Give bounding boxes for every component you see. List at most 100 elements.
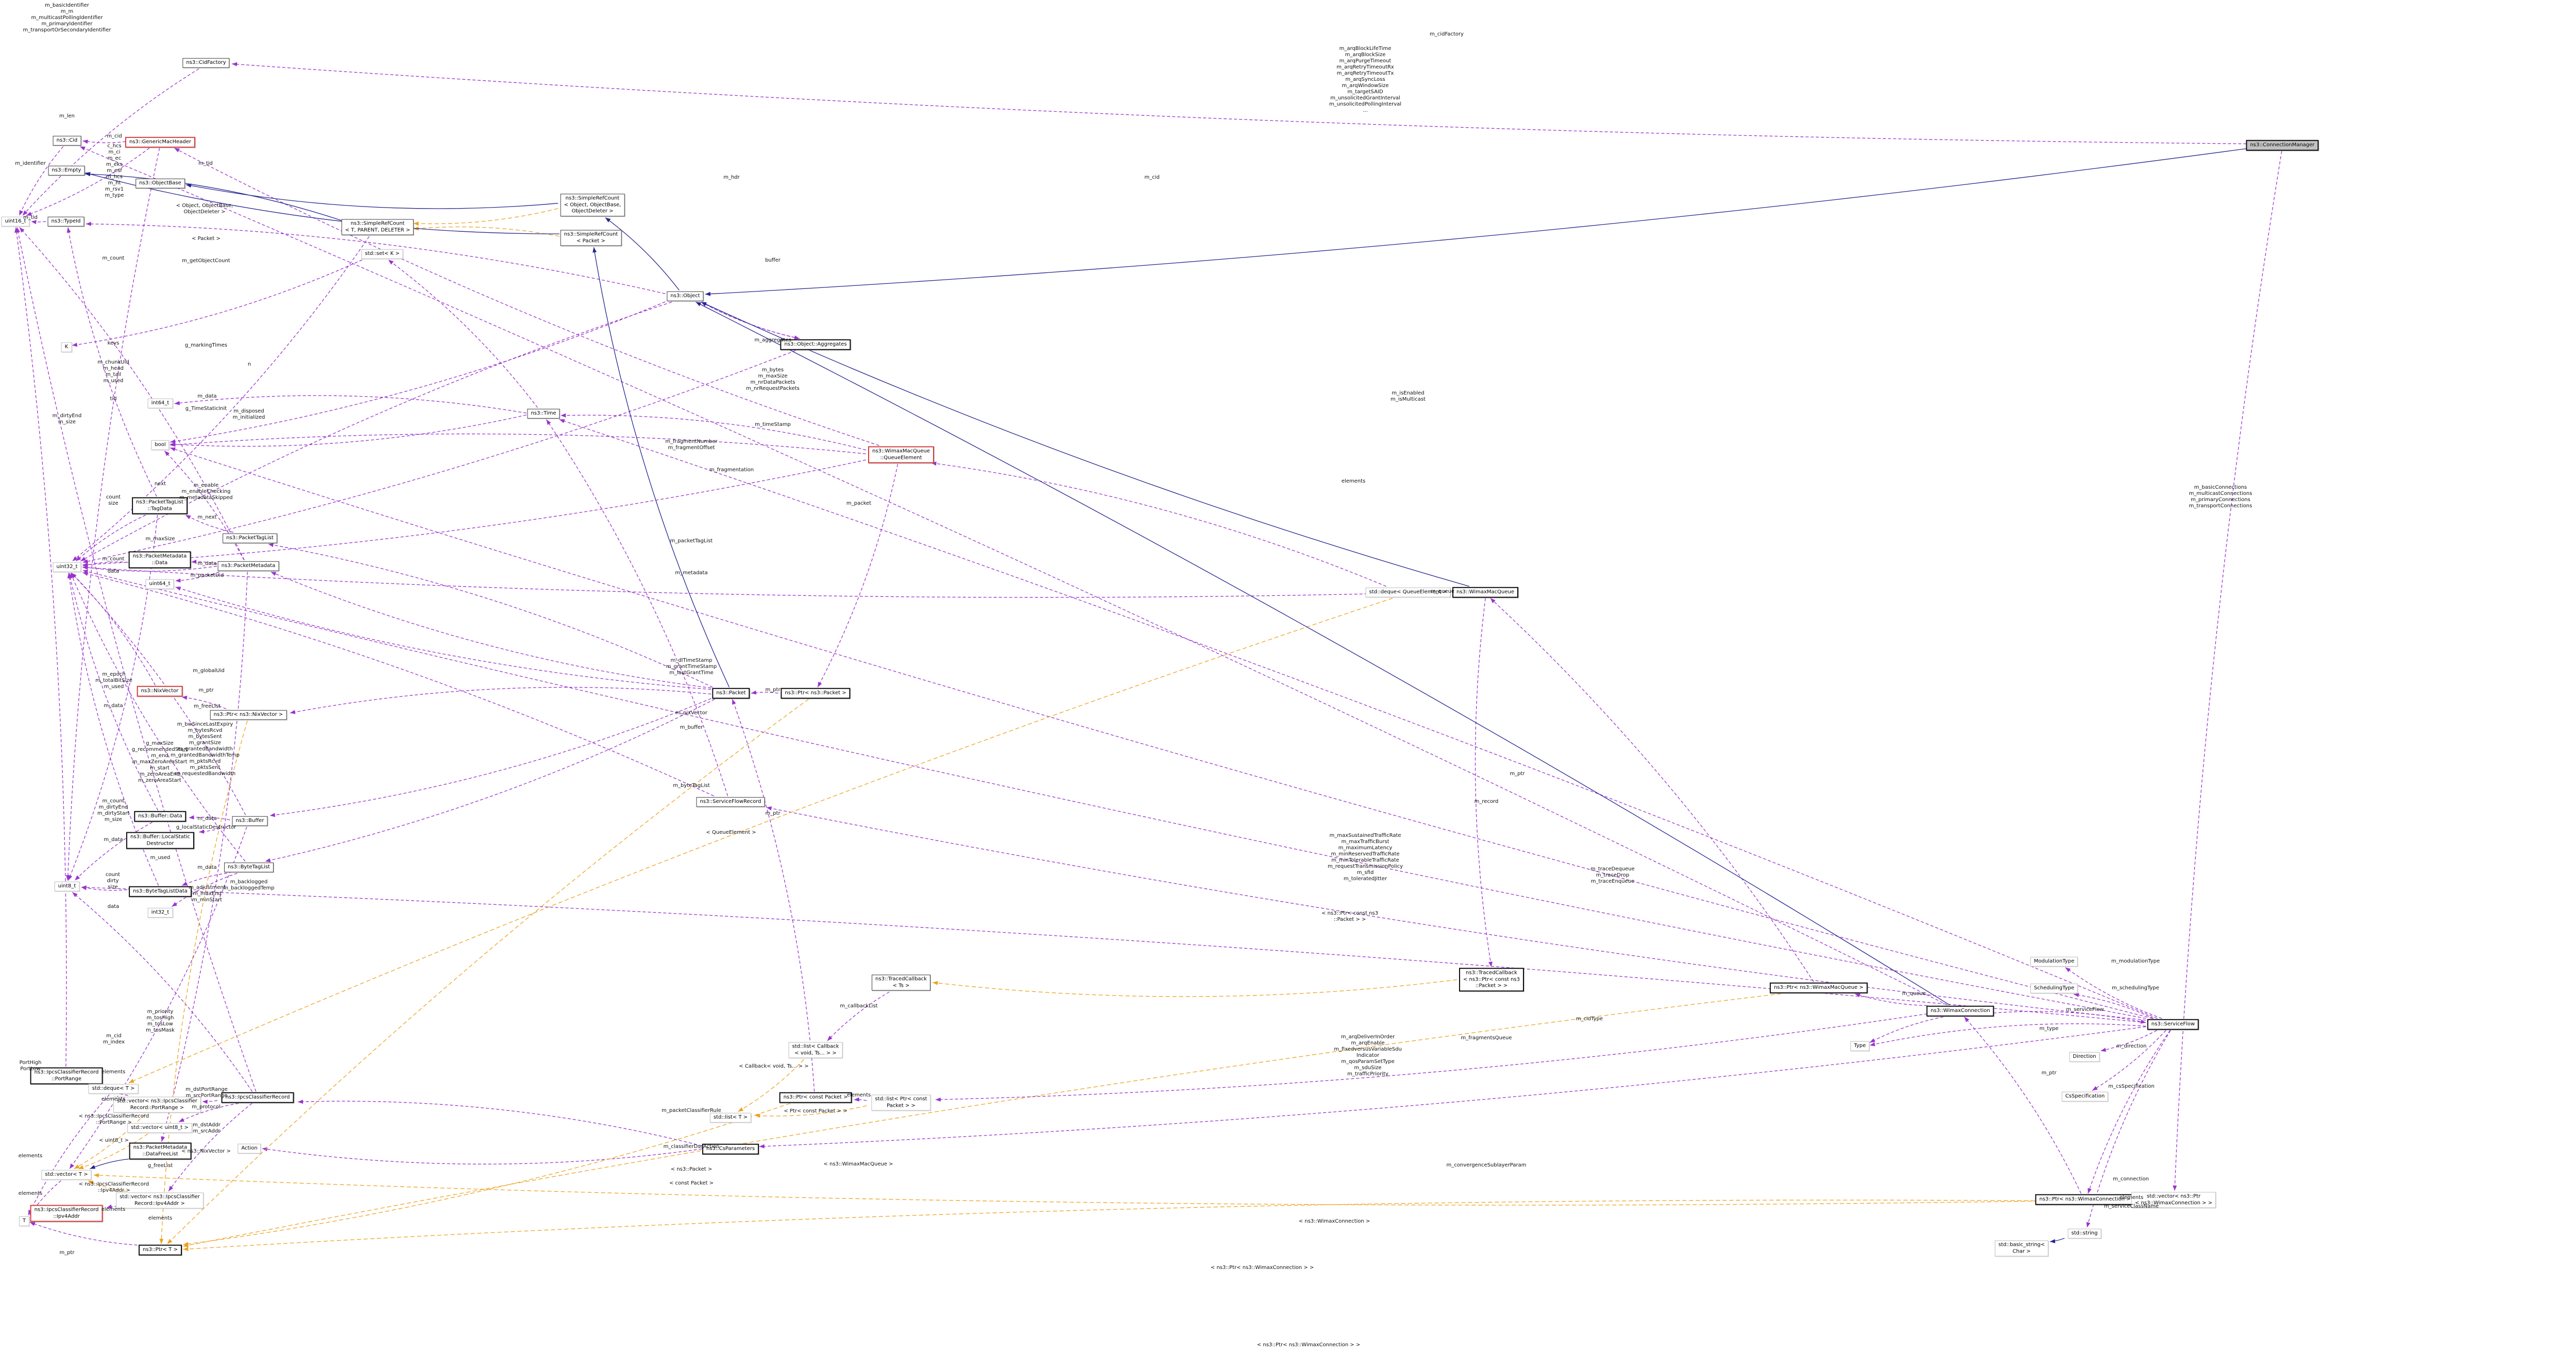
class-node-cidfactory[interactable]: ns3::CidFactory xyxy=(182,58,230,68)
edge-sfrec-uint32 xyxy=(82,572,714,797)
class-node-vecptrwc[interactable]: std::vector< ns3::Ptr < ns3::WimaxConnec… xyxy=(2131,1192,2216,1208)
arrowhead-icon xyxy=(174,401,180,405)
class-node-connmgr[interactable]: ns3::ConnectionManager xyxy=(2246,140,2319,151)
class-node-srctpd[interactable]: ns3::SimpleRefCount < T, PARENT, DELETER… xyxy=(341,219,414,235)
class-node-pmeta[interactable]: ns3::PacketMetadata xyxy=(217,561,279,571)
class-node-modtype[interactable]: ModulationType xyxy=(2030,956,2078,967)
class-node-int32[interactable]: int32_t xyxy=(147,907,173,918)
edge-packet-ptl xyxy=(268,543,713,688)
class-node-ipcsrec[interactable]: ns3::IpcsClassifierRecord xyxy=(221,1092,294,1103)
class-node-vecport[interactable]: std::vector< ns3::IpcsClassifier Record:… xyxy=(113,1096,201,1113)
class-node-ipv4addr[interactable]: ns3::IpcsClassifierRecord ::Ipv4Addr xyxy=(30,1205,103,1222)
arrowhead-icon xyxy=(170,447,176,452)
edge-ptrwc-wconn xyxy=(1964,1017,2081,1194)
arrowhead-icon xyxy=(85,172,91,176)
class-node-listppkt[interactable]: std::list< Ptr< const Packet > > xyxy=(871,1094,931,1111)
class-node-ptrwc[interactable]: ns3::Ptr< ns3::WimaxConnection > xyxy=(2035,1194,2135,1205)
class-node-portrange[interactable]: ns3::IpcsClassifierRecord ::PortRange xyxy=(30,1067,103,1085)
class-node-tagdata[interactable]: ns3::PacketTagList ::TagData xyxy=(132,497,188,514)
class-node-dequeqe[interactable]: std::deque< QueueElement > xyxy=(1365,587,1451,597)
edge-ptrnix-ptrt xyxy=(161,721,248,1244)
edge-ptrwc-ptrt xyxy=(183,1199,2035,1250)
arrowhead-icon xyxy=(29,1222,36,1226)
class-node-uint64[interactable]: uint64_t xyxy=(145,579,174,589)
class-node-schedtype[interactable]: SchedulingType xyxy=(2030,983,2078,993)
class-node-ptrnix[interactable]: ns3::Ptr< ns3::NixVector > xyxy=(210,710,287,720)
class-node-aggregates[interactable]: ns3::Object::Aggregates xyxy=(780,339,851,350)
class-node-k[interactable]: K xyxy=(61,342,72,352)
class-node-pmdata[interactable]: ns3::PacketMetadata ::Data xyxy=(128,551,191,569)
class-node-uint32[interactable]: uint32_t xyxy=(53,562,81,572)
edge-sflow-sfrec xyxy=(766,807,2146,1021)
arrowhead-icon xyxy=(559,419,565,423)
class-node-time[interactable]: ns3::Time xyxy=(527,408,560,419)
class-node-listt[interactable]: std::list< T > xyxy=(709,1112,752,1123)
arrowhead-icon xyxy=(2073,993,2079,997)
class-node-uint16[interactable]: uint16_t xyxy=(1,216,30,227)
edge-sflow-uint32 xyxy=(82,570,2146,1019)
class-node-vecipv4[interactable]: std::vector< ns3::IpcsClassifier Record:… xyxy=(116,1192,204,1209)
class-node-bool[interactable]: bool xyxy=(151,440,170,450)
class-node-wconn[interactable]: ns3::WimaxConnection xyxy=(1926,1005,1994,1017)
class-node-listcb[interactable]: std::list< Callback < void, Ts... > > xyxy=(788,1042,843,1058)
class-node-csspec[interactable]: CsSpecification xyxy=(2061,1091,2109,1102)
class-node-bufdata[interactable]: ns3::Buffer::Data xyxy=(134,811,187,822)
class-node-qelem[interactable]: ns3::WimaxMacQueue ::QueueElement xyxy=(868,446,934,464)
arrowhead-icon xyxy=(93,1173,99,1178)
class-node-vectort[interactable]: std::vector< T > xyxy=(41,1170,92,1180)
class-node-ptrcpkt[interactable]: ns3::Ptr< const Packet > xyxy=(779,1092,852,1103)
arrowhead-icon xyxy=(67,573,72,578)
class-node-type[interactable]: Type xyxy=(1850,1041,1870,1051)
class-node-srcood[interactable]: ns3::SimpleRefCount < Object, ObjectBase… xyxy=(560,194,625,216)
class-node-basicstring[interactable]: std::basic_string< Char > xyxy=(1994,1240,2049,1257)
class-node-sfrec[interactable]: ns3::ServiceFlowRecord xyxy=(696,797,765,807)
edge-ptrnix-nixvec xyxy=(181,696,227,710)
class-node-typeid[interactable]: ns3::TypeId xyxy=(47,216,84,227)
edge-sflow-csspec xyxy=(2092,1030,2166,1091)
class-node-packet[interactable]: ns3::Packet xyxy=(712,688,750,699)
class-node-sflow[interactable]: ns3::ServiceFlow xyxy=(2147,1019,2199,1030)
class-node-buffer[interactable]: ns3::Buffer xyxy=(232,816,268,826)
class-node-direction[interactable]: Direction xyxy=(2069,1052,2100,1062)
arrowhead-icon xyxy=(935,1097,941,1102)
edge-wconn-listppkt xyxy=(935,1013,1928,1100)
class-node-nixvec[interactable]: ns3::NixVector xyxy=(137,685,183,697)
class-node-csparams[interactable]: ns3::CsParameters xyxy=(702,1143,759,1155)
edge-vecipv4-vectort xyxy=(88,1180,126,1192)
class-node-uint8[interactable]: uint8_t xyxy=(54,881,80,891)
class-node-cid[interactable]: ns3::Cid xyxy=(53,135,81,146)
class-node-setk[interactable]: std::set< K > xyxy=(361,249,403,259)
edge-ptrpkt-packet xyxy=(751,692,778,694)
class-node-ptl[interactable]: ns3::PacketTagList xyxy=(223,533,277,543)
class-node-action[interactable]: Action xyxy=(238,1143,261,1154)
class-node-genmac[interactable]: ns3::GenericMacHeader xyxy=(125,136,196,148)
edge-time-int64 xyxy=(174,395,527,414)
arrowhead-icon xyxy=(298,1100,303,1104)
class-node-vecu8[interactable]: std::vector< uint8_t > xyxy=(127,1123,192,1133)
class-node-string[interactable]: std::string xyxy=(2067,1228,2102,1239)
class-node-objbase[interactable]: ns3::ObjectBase xyxy=(135,178,185,188)
edge-ipcsrec-vecport xyxy=(202,1100,218,1102)
edge-srcpkt-empty xyxy=(84,172,560,234)
arrowhead-icon xyxy=(170,442,176,447)
class-node-tcpkt[interactable]: ns3::TracedCallback < ns3::Ptr< const ns… xyxy=(1459,968,1524,991)
class-node-btld[interactable]: ns3::ByteTagListData xyxy=(129,886,192,897)
class-node-empty[interactable]: ns3::Empty xyxy=(48,165,85,176)
arrowhead-icon xyxy=(72,342,78,347)
class-node-tcts[interactable]: ns3::TracedCallback < Ts > xyxy=(872,974,930,991)
edge-object-uint32 xyxy=(80,301,672,562)
class-node-dfl[interactable]: ns3::PacketMetadata ::DataFreeList xyxy=(129,1142,192,1160)
class-node-lsd[interactable]: ns3::Buffer::LocalStatic Destructor xyxy=(126,832,195,849)
class-node-ptrwmq[interactable]: ns3::Ptr< ns3::WimaxMacQueue > xyxy=(1770,982,1868,993)
class-node-ptrt[interactable]: ns3::Ptr< T > xyxy=(139,1244,182,1256)
class-node-t[interactable]: T xyxy=(19,1216,30,1226)
class-node-object[interactable]: ns3::Object xyxy=(667,291,704,301)
class-node-btl[interactable]: ns3::ByteTagList xyxy=(224,862,274,872)
edge-btl-int32 xyxy=(172,872,238,907)
class-node-int64[interactable]: int64_t xyxy=(147,398,173,408)
class-node-srcpkt[interactable]: ns3::SimpleRefCount < Packet > xyxy=(560,230,622,246)
class-node-wmq[interactable]: ns3::WimaxMacQueue xyxy=(1452,587,1518,598)
class-node-ptrpkt[interactable]: ns3::Ptr< ns3::Packet > xyxy=(781,688,851,699)
class-node-dequet[interactable]: std::deque< T > xyxy=(88,1084,139,1094)
edge-qelem-uint32 xyxy=(82,458,871,565)
